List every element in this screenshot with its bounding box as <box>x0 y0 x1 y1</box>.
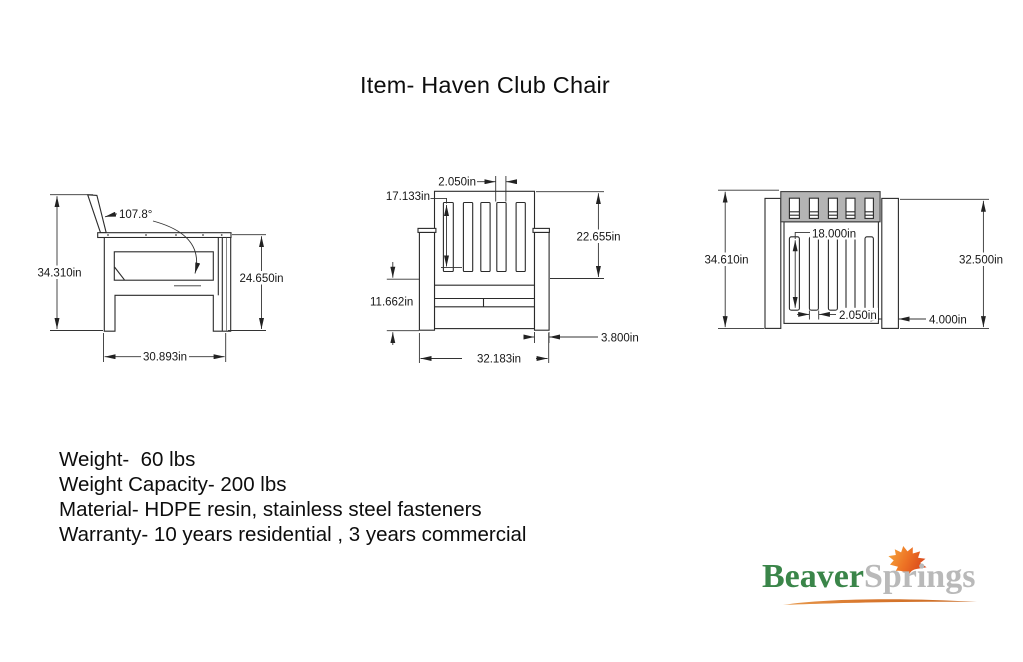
back-side-thickness-dim-label: 4.000in <box>929 314 967 326</box>
spec-warranty: Warranty- 10 years residential , 3 years… <box>59 523 527 546</box>
front-slat-height-dim-label: 17.133in <box>386 191 430 203</box>
product-specs: Weight- 60 lbs Weight Capacity- 200 lbs … <box>59 447 526 547</box>
side-height-dim-label: 34.310in <box>37 268 81 280</box>
spec-material: Material- HDPE resin, stainless steel fa… <box>59 498 482 521</box>
back-view: 34.610in 18.000in 2.050in 4.000in 32.500… <box>702 189 1006 330</box>
side-back-angle-label: 107.8° <box>119 209 152 221</box>
brand-name-springs: Springs <box>863 558 976 595</box>
spec-weight-capacity: Weight Capacity- 200 lbs <box>59 473 287 496</box>
brand-name: BeaverSprings <box>762 558 975 596</box>
front-back-height-dim-label: 22.655in <box>576 232 620 244</box>
brand-name-beaver: Beaver <box>762 558 864 595</box>
back-view-chair-outline <box>764 191 899 329</box>
back-height-dim-label: 34.610in <box>704 255 748 267</box>
side-arm-height-dim-label: 24.650in <box>239 273 283 285</box>
front-arm-width-dim-label: 3.800in <box>601 333 639 345</box>
front-width-dim-label: 32.183in <box>477 354 521 366</box>
side-view-chair-outline <box>86 194 232 332</box>
brand-logo: BeaverSprings <box>762 546 982 618</box>
side-depth-dim-label: 30.893in <box>143 352 187 364</box>
front-view: 2.050in 17.133in 22.655in 11.662in 3.800… <box>370 176 639 366</box>
back-top-rail-slots <box>788 197 874 219</box>
back-side-height-dim-label: 32.500in <box>959 255 1003 267</box>
front-view-chair-outline <box>417 190 550 331</box>
maple-leaf-icon <box>888 546 927 580</box>
front-seat-height-dim-label: 11.662in <box>370 297 413 309</box>
page-title: Item- Haven Club Chair <box>360 72 610 98</box>
spec-weight: Weight- 60 lbs <box>59 448 196 471</box>
front-slat-width-dim-label: 2.050in <box>438 177 476 189</box>
back-slat-width-dim-label: 2.050in <box>839 310 877 322</box>
logo-underline-swoosh <box>783 599 977 605</box>
back-slat-height-dim-label: 18.000in <box>812 228 856 240</box>
side-view: 34.310in 107.8° 24.650in 30.893in <box>37 194 286 364</box>
